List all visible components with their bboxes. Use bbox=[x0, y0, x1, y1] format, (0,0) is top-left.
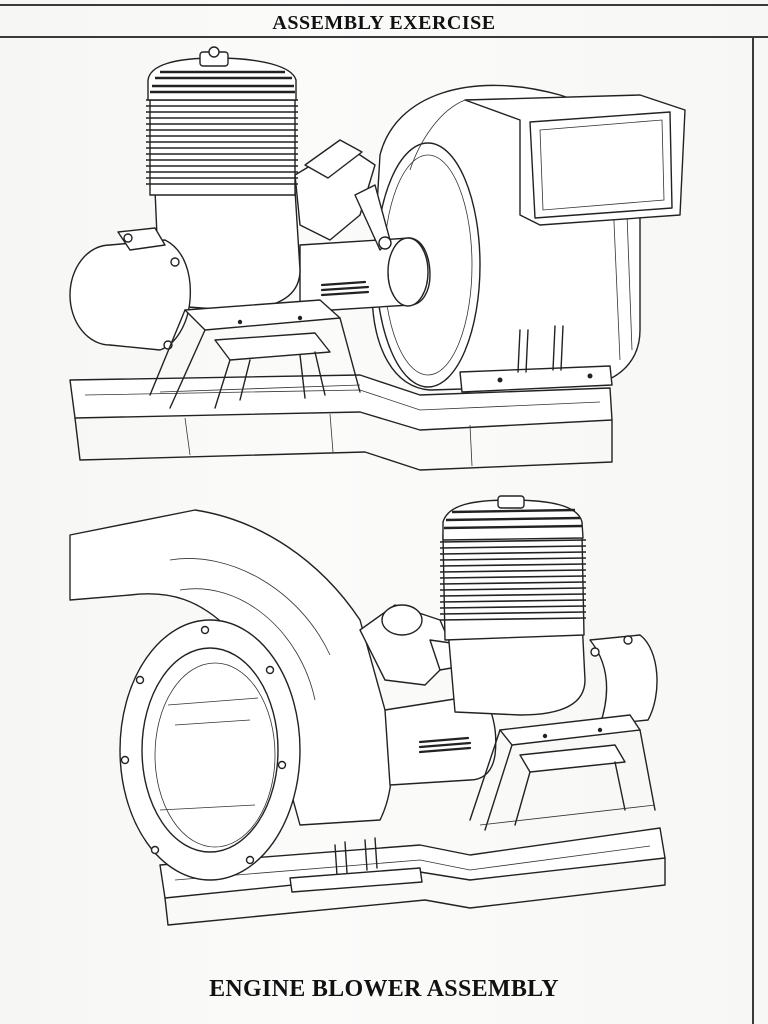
engine-end-cap-2 bbox=[589, 634, 658, 726]
carburettor-1 bbox=[294, 139, 392, 251]
top-border bbox=[0, 4, 768, 6]
engine-blower-view-2 bbox=[69, 495, 666, 926]
header-underline bbox=[0, 36, 768, 38]
engine-blower-view-1 bbox=[69, 46, 686, 471]
assembly-name: ENGINE BLOWER ASSEMBLY bbox=[209, 976, 559, 1002]
right-border bbox=[752, 36, 754, 1024]
cylinder-cooling-fins-2 bbox=[439, 539, 587, 621]
sheet-title: ASSEMBLY EXERCISE bbox=[272, 12, 496, 34]
coupling-1 bbox=[299, 237, 431, 313]
cylinder-cooling-fins-1 bbox=[146, 99, 298, 185]
blower-housing-1 bbox=[371, 84, 686, 393]
blower-housing-2 bbox=[69, 509, 423, 893]
engine-stand-2 bbox=[469, 714, 656, 831]
engine-2 bbox=[439, 495, 658, 726]
engine-stand-1 bbox=[149, 299, 361, 409]
